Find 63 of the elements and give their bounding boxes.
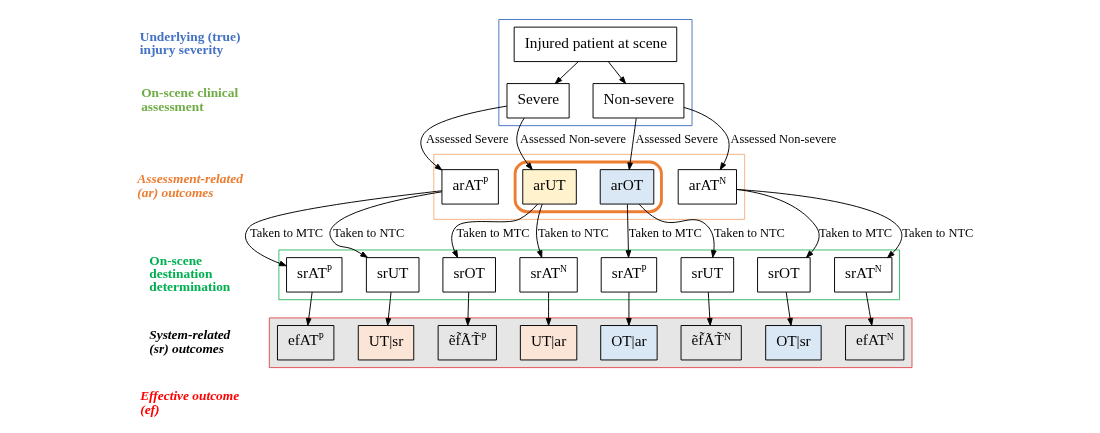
arrow	[244, 190, 442, 267]
node-box: arUT	[521, 169, 577, 205]
node-box: srAT$^{P}$	[600, 257, 657, 293]
edge-label: Assessed Severe	[635, 132, 718, 147]
node-box: efAT$^{P}$	[276, 325, 334, 361]
node-box: OT|sr	[764, 325, 822, 361]
arrow	[554, 61, 579, 84]
node-box: srAT$^{N}$	[518, 257, 578, 293]
edge-label: Taken to NTC	[537, 225, 609, 240]
arrow	[464, 291, 471, 326]
edge-label: Taken to NTC	[713, 225, 785, 240]
node-box: UT|sr	[357, 325, 414, 361]
arrow	[450, 203, 538, 258]
node-box: ẽf̃ÃT̃$^{N}$	[680, 325, 742, 361]
arrow	[625, 291, 632, 326]
node-box: Non-severe	[592, 83, 684, 119]
arrow	[515, 117, 533, 170]
node-box: Injured patient at scene	[513, 26, 677, 63]
edge-label: Assessed Severe	[425, 132, 509, 147]
edge-label: Taken to MTC	[818, 225, 892, 240]
edge-label: Taken to MTC	[628, 225, 702, 240]
node-box: UT|ar	[519, 325, 577, 361]
label: System-related (sr) outcomes	[148, 327, 230, 356]
arrow	[625, 203, 631, 258]
arrow	[545, 291, 551, 326]
arrow	[328, 191, 442, 258]
node-box: srUT	[680, 257, 734, 293]
edge-label: Taken to NTC	[901, 225, 973, 240]
node-box: arAT$^{N}$	[677, 169, 737, 205]
edge-label: Taken to NTC	[332, 225, 404, 240]
edge-label: Assessed Non-severe	[729, 132, 836, 147]
cluster	[497, 19, 692, 127]
arrow	[626, 117, 637, 171]
arrow	[785, 291, 793, 326]
arrow	[865, 291, 873, 326]
arrow	[305, 291, 313, 326]
node-box: OT|ar	[599, 325, 658, 361]
node-box: srAT$^{N}$	[833, 257, 892, 293]
label: Underlying (true) injury severity	[139, 28, 240, 58]
node-box: srOT	[441, 257, 496, 293]
label: Effective outcome (ef)	[139, 388, 239, 417]
arrow	[706, 291, 713, 326]
node-box: srOT	[756, 257, 811, 293]
arrow	[638, 203, 717, 258]
node-box: srUT	[365, 257, 419, 293]
arrow	[419, 105, 507, 171]
edge-label: Taken to MTC	[456, 225, 530, 240]
node-box: srAT$^{P}$	[285, 257, 342, 293]
arrow	[682, 106, 730, 171]
node-box: arOT	[599, 169, 654, 205]
node-box: ẽf̃ÃT̃$^{P}$	[437, 325, 497, 361]
arrow	[385, 291, 392, 326]
label: On-scene clinical assessment	[140, 85, 238, 114]
edge-label: Assessed Non-severe	[519, 132, 626, 147]
node-box: arAT$^{P}$	[440, 169, 499, 205]
label: Assessment-related (ar) outcomes	[136, 171, 243, 200]
label: On-scene destination determination	[148, 252, 230, 295]
node-box: efAT$^{N}$	[844, 325, 904, 361]
arrow	[735, 188, 902, 259]
arrow	[535, 203, 543, 258]
edge-label: Taken to MTC	[249, 225, 323, 240]
node-box: Severe	[506, 83, 570, 119]
arrow	[607, 61, 626, 84]
